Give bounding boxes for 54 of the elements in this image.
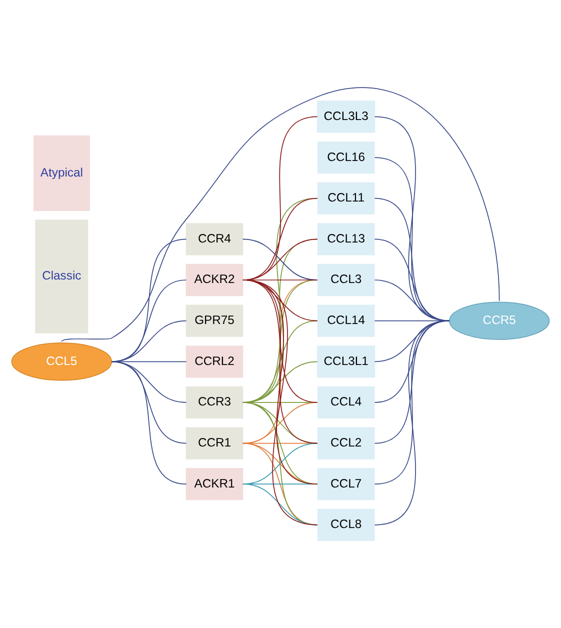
connector <box>242 402 318 444</box>
node-box: CCL16 <box>317 142 375 174</box>
connector <box>374 320 450 444</box>
connector <box>111 320 187 362</box>
connector <box>374 116 450 322</box>
node-ellipse: CCR5 <box>448 302 550 340</box>
connector <box>374 198 450 322</box>
connector <box>242 361 318 403</box>
connector <box>111 238 187 362</box>
connector <box>242 198 318 280</box>
node-box: CCL3 <box>317 264 375 296</box>
node-box: CCL13 <box>317 223 375 256</box>
node-box: CCRL2 <box>186 346 244 378</box>
node-box: Classic <box>35 220 88 334</box>
node-ellipse: CCL5 <box>11 342 112 381</box>
node-box: CCL4 <box>317 386 375 419</box>
connector <box>374 280 450 322</box>
connector <box>242 320 318 403</box>
connector <box>242 238 318 403</box>
connector <box>242 116 318 280</box>
node-box: ACKR2 <box>186 264 244 296</box>
connector <box>242 402 318 526</box>
connector <box>242 442 318 526</box>
connector <box>111 361 187 444</box>
node-box: CCR4 <box>186 223 244 256</box>
node-box: CCL7 <box>317 468 375 500</box>
node-box: Atypical <box>33 135 90 211</box>
node-box: ACKR1 <box>186 468 244 500</box>
connector <box>242 198 318 403</box>
connector <box>374 320 450 526</box>
node-box: CCL2 <box>317 427 375 460</box>
connector <box>61 88 500 342</box>
node-box: CCL14 <box>317 304 375 337</box>
connector <box>111 361 187 362</box>
node-box: CCL8 <box>317 508 375 541</box>
node-box: GPR75 <box>186 304 244 337</box>
connector <box>242 238 318 280</box>
node-box: CCR3 <box>186 386 244 419</box>
node-box: CCL3L3 <box>316 100 376 133</box>
connector <box>374 320 450 485</box>
connector <box>374 320 450 362</box>
connector <box>242 402 318 485</box>
connector <box>111 361 187 485</box>
connector <box>374 320 450 403</box>
node-box: CCR1 <box>186 427 244 460</box>
connector <box>111 361 187 403</box>
connector <box>242 280 318 403</box>
connector <box>374 238 450 322</box>
connector <box>111 280 187 362</box>
node-box: CCL11 <box>317 182 375 214</box>
connector <box>242 280 318 526</box>
connector <box>242 280 318 485</box>
node-box: CCL3L1 <box>316 346 376 378</box>
connector <box>374 157 450 322</box>
